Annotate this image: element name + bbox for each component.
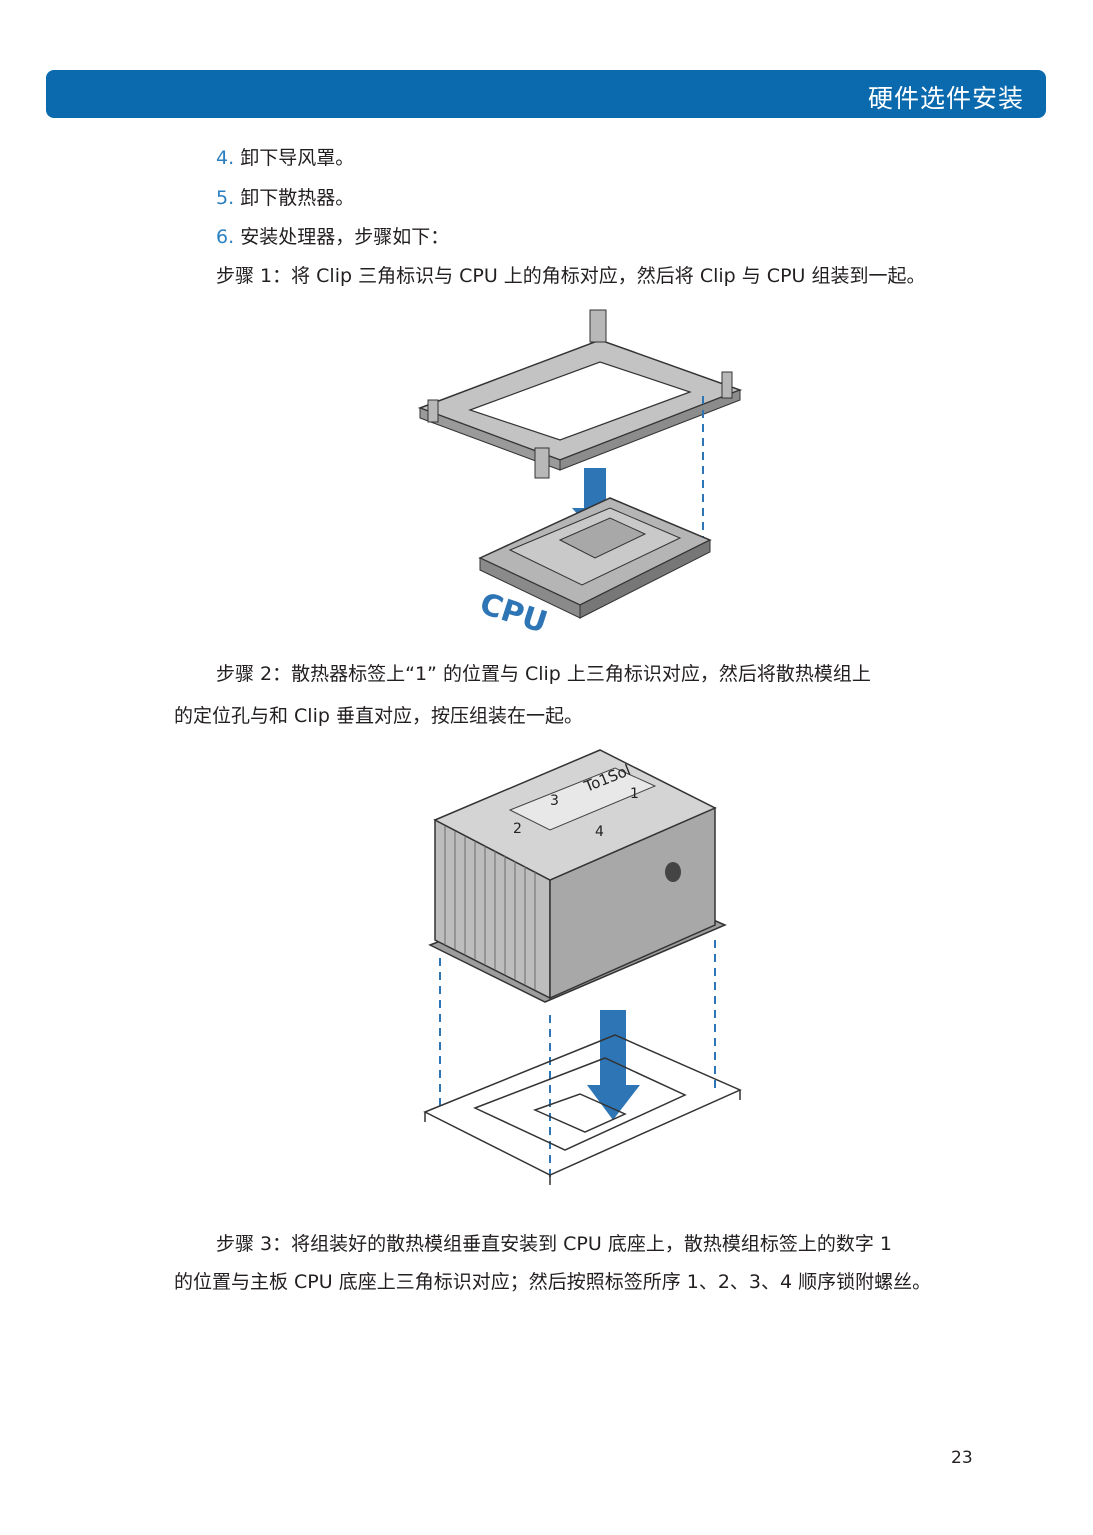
list-text: 卸下散热器。 [240, 187, 355, 209]
step2-text-line1: 步骤 2：散热器标签上“1” 的位置与 Clip 上三角标识对应，然后将散热模组… [216, 663, 871, 685]
section-title: 硬件选件安装 [867, 84, 1024, 113]
cpu-chip [478, 497, 712, 619]
step3-text-line1: 步骤 3：将组装好的散热模组垂直安装到 CPU 底座上，散热模组标签上的数字 1 [216, 1233, 892, 1255]
list-number: 5. [216, 187, 235, 209]
step3-text-line2: 的位置与主板 CPU 底座上三角标识对应；然后按照标签所序 1、2、3、4 顺序… [174, 1271, 932, 1293]
list-item: 4. 卸下导风罩。 [216, 146, 354, 170]
list-text: 卸下导风罩。 [240, 147, 355, 169]
heatsink-label-num: 3 [550, 793, 559, 809]
list-number: 4. [216, 147, 235, 169]
list-text: 安装处理器，步骤如下： [240, 226, 450, 248]
heatsink-figure: To1Sol 1 2 3 4 [423, 749, 742, 1185]
down-arrow [587, 1010, 640, 1120]
clip-base [423, 1034, 742, 1185]
section-header: 硬件选件安装 [46, 70, 1046, 118]
heatsink [428, 749, 727, 1003]
clip-cpu-figure: CPU [417, 309, 743, 640]
list-item: 5. 卸下散热器。 [216, 186, 354, 210]
heatsink-label-num: 4 [595, 824, 604, 840]
step1-text: 步骤 1：将 Clip 三角标识与 CPU 上的角标对应，然后将 Clip 与 … [216, 265, 926, 287]
clip-frame [417, 309, 743, 479]
heatsink-label-num: 2 [513, 821, 522, 837]
heatsink-label-num: 1 [630, 786, 639, 802]
page-number: 23 [951, 1448, 973, 1468]
step2-text-line2: 的定位孔与和 Clip 垂直对应，按压组装在一起。 [174, 705, 583, 727]
list-number: 6. [216, 226, 235, 248]
list-item: 6. 安装处理器，步骤如下： [216, 225, 449, 249]
